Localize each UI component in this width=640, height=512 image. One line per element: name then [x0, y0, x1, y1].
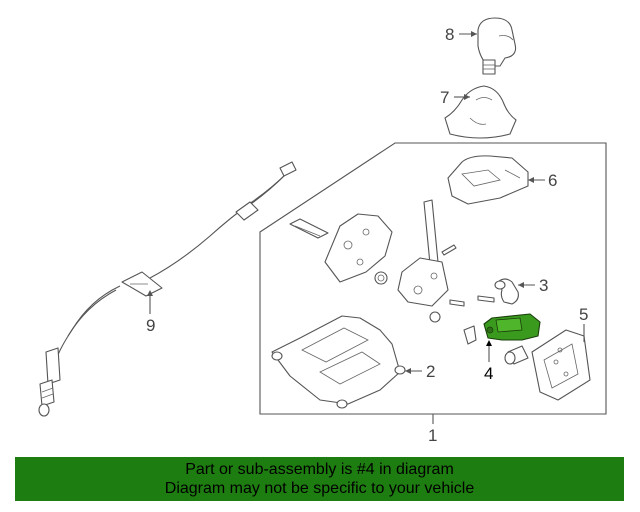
cylinder-part — [504, 345, 529, 365]
banner-line-disclaimer: Diagram may not be specific to your vehi… — [164, 480, 475, 497]
base-housing-part — [271, 315, 406, 409]
callout-4: 4 — [484, 364, 493, 383]
banner-line-part-number: Part or sub-assembly is #4 in diagram — [185, 461, 454, 478]
top-cover-part — [447, 155, 529, 205]
callout-2: 2 — [426, 362, 435, 381]
info-banner: Part or sub-assembly is #4 in diagram Di… — [15, 457, 624, 501]
parts-diagram: 1 2 3 4 5 6 7 8 9 — [38, 17, 607, 445]
shift-knob-part — [477, 17, 517, 75]
shift-lever — [397, 199, 449, 307]
module-part — [531, 329, 591, 401]
mounting-plate — [324, 213, 393, 283]
callout-5: 5 — [579, 305, 588, 324]
shift-boot-part — [444, 85, 517, 139]
callout-3: 3 — [539, 276, 548, 295]
highlighted-part-4 — [483, 313, 541, 341]
callout-8: 8 — [445, 25, 454, 44]
connector-part — [494, 278, 519, 305]
callout-7: 7 — [440, 88, 449, 107]
shift-cable-part — [38, 161, 297, 417]
callout-9: 9 — [146, 316, 155, 335]
callout-6: 6 — [548, 171, 557, 190]
callout-1: 1 — [428, 426, 437, 445]
assembly-outline — [259, 142, 607, 415]
